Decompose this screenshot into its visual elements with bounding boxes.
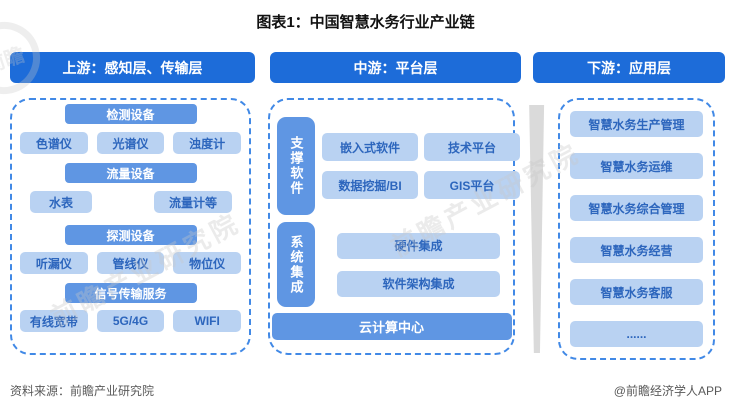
item-water-meter: 水表 [30, 191, 92, 213]
group-header-flow-equipment: 流量设备 [64, 163, 197, 183]
probe-items-row: 听漏仪 管线仪 物位仪 [20, 252, 242, 274]
item-level-gauge: 物位仪 [173, 252, 242, 274]
item-smart-water-operation-maintenance: 智慧水务运维 [570, 153, 703, 179]
item-pipeline-locator: 管线仪 [96, 252, 165, 274]
system-integration-items: 硬件集成 软件架构集成 [337, 222, 500, 307]
item-smart-water-production-mgmt: 智慧水务生产管理 [570, 111, 703, 137]
flow-items-row: 水表 流量计等 [20, 191, 241, 213]
page-title: 图表1：中国智慧水务行业产业链 [256, 14, 475, 31]
group-header-signal-transmission: 信号传输服务 [64, 283, 197, 303]
upstream-header: 上游：感知层、传输层 [10, 52, 255, 83]
item-smart-water-business: 智慧水务经营 [570, 237, 703, 263]
midstream-header: 中游：平台层 [270, 52, 521, 83]
support-software-label: 支撑软件 [277, 117, 315, 215]
signal-items-row: 有线宽带 5G/4G WIFI [20, 310, 242, 332]
downstream-items: 智慧水务生产管理 智慧水务运维 智慧水务综合管理 智慧水务经营 智慧水务客服 .… [560, 100, 713, 347]
column-divider-wedge [529, 105, 545, 353]
item-embedded-software: 嵌入式软件 [322, 133, 418, 161]
item-ellipsis: ...... [570, 321, 703, 347]
item-wired-broadband: 有线宽带 [20, 310, 88, 332]
detection-items-row: 色谱仪 光谱仪 浊度计 [20, 132, 242, 154]
item-turbidimeter: 浊度计 [173, 132, 242, 154]
group-header-probe-equipment: 探测设备 [64, 225, 197, 245]
group-header-detection-equipment: 检测设备 [64, 104, 197, 124]
downstream-header: 下游：应用层 [533, 52, 725, 83]
support-software-group: 支撑软件 嵌入式软件 技术平台 数据挖掘/BI GIS平台 [277, 117, 520, 215]
item-5g-4g: 5G/4G [96, 310, 165, 332]
downstream-container: 智慧水务生产管理 智慧水务运维 智慧水务综合管理 智慧水务经营 智慧水务客服 .… [558, 98, 715, 360]
item-data-mining-bi: 数据挖掘/BI [322, 171, 418, 199]
support-software-items: 嵌入式软件 技术平台 数据挖掘/BI GIS平台 [322, 117, 520, 215]
item-software-architecture-integration: 软件架构集成 [337, 270, 500, 297]
item-tech-platform: 技术平台 [424, 133, 520, 161]
item-smart-water-comprehensive-mgmt: 智慧水务综合管理 [570, 195, 703, 221]
item-flowmeter: 流量计等 [154, 191, 232, 213]
upstream-container: 检测设备 色谱仪 光谱仪 浊度计 流量设备 水表 流量计等 探测设备 听漏仪 管… [10, 98, 251, 355]
item-spectrometer: 光谱仪 [96, 132, 165, 154]
item-gis-platform: GIS平台 [424, 171, 520, 199]
system-integration-group: 系统集成 硬件集成 软件架构集成 [277, 222, 513, 307]
cloud-computing-center-bar: 云计算中心 [271, 313, 512, 340]
item-chromatograph: 色谱仪 [20, 132, 88, 154]
system-integration-label: 系统集成 [277, 222, 315, 307]
item-hardware-integration: 硬件集成 [337, 232, 500, 259]
item-smart-water-customer-service: 智慧水务客服 [570, 279, 703, 305]
source-note: 资料来源：前瞻产业研究院 [10, 384, 155, 398]
midstream-container: 支撑软件 嵌入式软件 技术平台 数据挖掘/BI GIS平台 系统集成 硬件集成 … [268, 98, 520, 355]
credit-note: @前瞻经济学人APP [613, 384, 722, 398]
item-leak-detector: 听漏仪 [20, 252, 88, 274]
item-wifi: WIFI [173, 310, 242, 332]
